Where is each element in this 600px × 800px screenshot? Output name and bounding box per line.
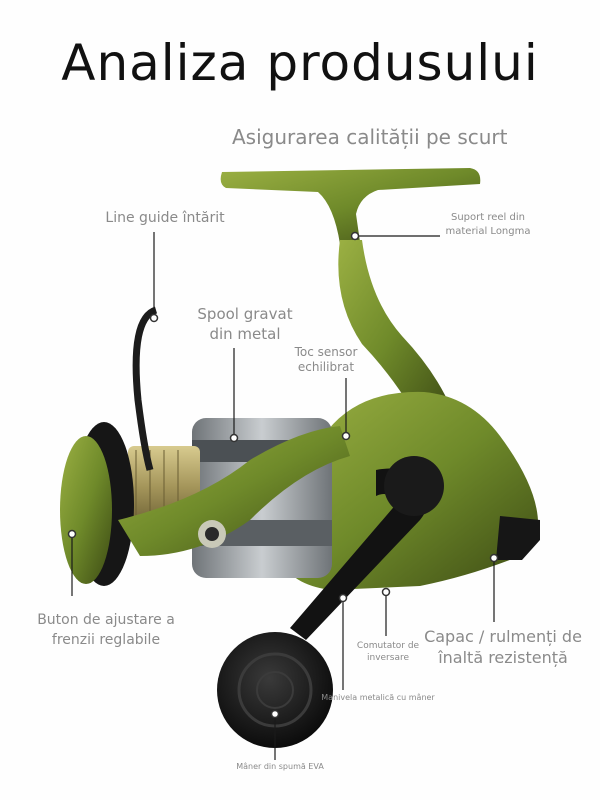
callout-crank-handle: Manivela metalică cu mâner [321, 693, 435, 702]
callout-spool: Spool gravat din metal [197, 305, 293, 343]
callout-cover-bearings: Capac / rulmenți de înaltă rezistență [424, 627, 582, 667]
reel-stem [338, 240, 452, 420]
callout-line-guide: Line guide întărit [105, 210, 225, 226]
page-subtitle: Asigurarea calității pe scurt [232, 125, 508, 149]
bail-wire [132, 306, 158, 471]
callout-toc-sensor: Toc sensor echilibrat [294, 345, 358, 374]
callout-eva-knob: Mâner din spumă EVA [236, 762, 324, 771]
callout-dots [67, 231, 499, 719]
crank-arm [290, 456, 444, 640]
callout-lines [71, 232, 495, 760]
callout-drag-button: Buton de ajustare a frenzii reglabile [37, 612, 175, 648]
rotor-arm [118, 426, 350, 556]
callout-reverse-switch: Comutator de inversare [356, 641, 420, 663]
reel-foot [220, 168, 481, 244]
callout-reel-foot: Suport reel din material Longma [445, 212, 531, 237]
drag-knob [60, 422, 134, 586]
page-title: Analiza produsului [61, 34, 539, 92]
